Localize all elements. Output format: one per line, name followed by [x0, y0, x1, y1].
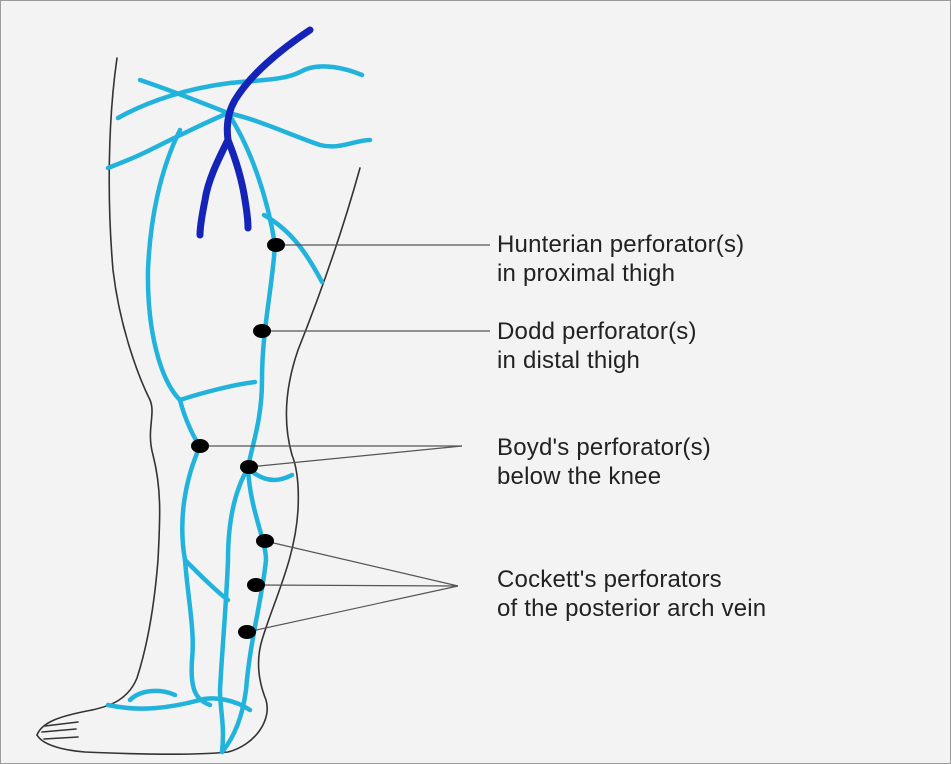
boyd-perforator-dot-2: [240, 460, 258, 474]
label-cockett-line1: Cockett's perforators: [497, 565, 766, 594]
boyd-perforator-dot-1: [191, 439, 209, 453]
leg-outline-front: [92, 58, 160, 710]
cockett-perforator-dot-3: [238, 625, 256, 639]
label-boyd-line1: Boyd's perforator(s): [497, 433, 711, 462]
toe-line-2: [42, 729, 76, 732]
cockett-perforator-dot-2: [247, 578, 265, 592]
leader-boyd-lower: [249, 446, 462, 467]
label-cockett-line2: of the posterior arch vein: [497, 594, 766, 623]
anterior-leg-vein: [182, 446, 210, 705]
femoral-vein-left-branch: [200, 140, 228, 235]
toe-line-3: [44, 737, 78, 739]
leader-cockett-1: [265, 541, 458, 586]
cockett-perforator-dot-1: [256, 534, 274, 548]
posterior-arch-vein: [250, 470, 292, 480]
anterior-communicating-vein: [185, 560, 228, 600]
foot-branch-vein: [130, 691, 175, 700]
hunterian-perforator-dot: [267, 238, 285, 252]
label-dodd-perforator: Dodd perforator(s) in distal thigh: [497, 317, 697, 375]
label-hunterian-line2: in proximal thigh: [497, 259, 744, 288]
label-boyd-line2: below the knee: [497, 462, 711, 491]
dodd-perforator-dot: [253, 324, 271, 338]
pudendal-vein: [228, 113, 370, 146]
label-dodd-line2: in distal thigh: [497, 346, 697, 375]
label-cockett-perforators: Cockett's perforators of the posterior a…: [497, 565, 766, 623]
knee-branch-vein: [180, 400, 200, 446]
label-boyd-perforator: Boyd's perforator(s) below the knee: [497, 433, 711, 491]
leader-cockett-2: [256, 585, 458, 586]
label-hunterian-line1: Hunterian perforator(s): [497, 230, 744, 259]
label-dodd-line1: Dodd perforator(s): [497, 317, 697, 346]
label-hunterian-perforator: Hunterian perforator(s) in proximal thig…: [497, 230, 744, 288]
femoral-vein-right-branch: [228, 140, 248, 228]
